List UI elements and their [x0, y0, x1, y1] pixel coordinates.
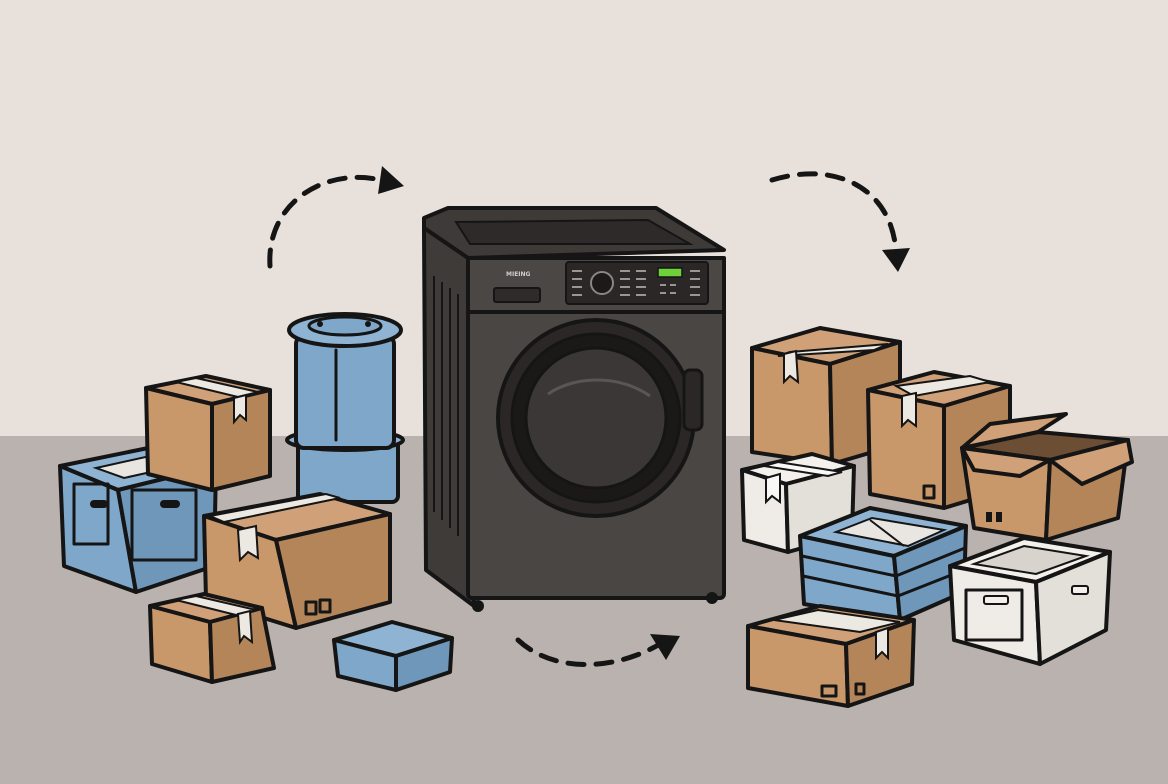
arrow-left-top: [267, 166, 404, 269]
white-crate-right: [948, 536, 1112, 666]
cardboard-box-right-front: [746, 604, 916, 708]
arrow-right-top: [769, 171, 910, 272]
cardboard-box-right-back: [750, 326, 902, 466]
control-knob: [590, 271, 614, 295]
cardboard-box-open: [960, 412, 1134, 542]
blue-box-small: [332, 620, 454, 692]
blue-bin-tall: [285, 312, 405, 504]
brand-label: MIEING: [506, 271, 531, 278]
arrow-bottom: [515, 634, 680, 667]
side-vents: [433, 276, 459, 536]
panel-buttons: [572, 270, 700, 296]
washing-machine: MIEING: [422, 206, 726, 612]
cardboard-box-left-small: [148, 592, 276, 684]
blue-crate-right: [798, 506, 968, 622]
cardboard-box-left-back: [144, 374, 272, 492]
washer-door: [496, 318, 704, 518]
display-screen: [657, 267, 683, 278]
